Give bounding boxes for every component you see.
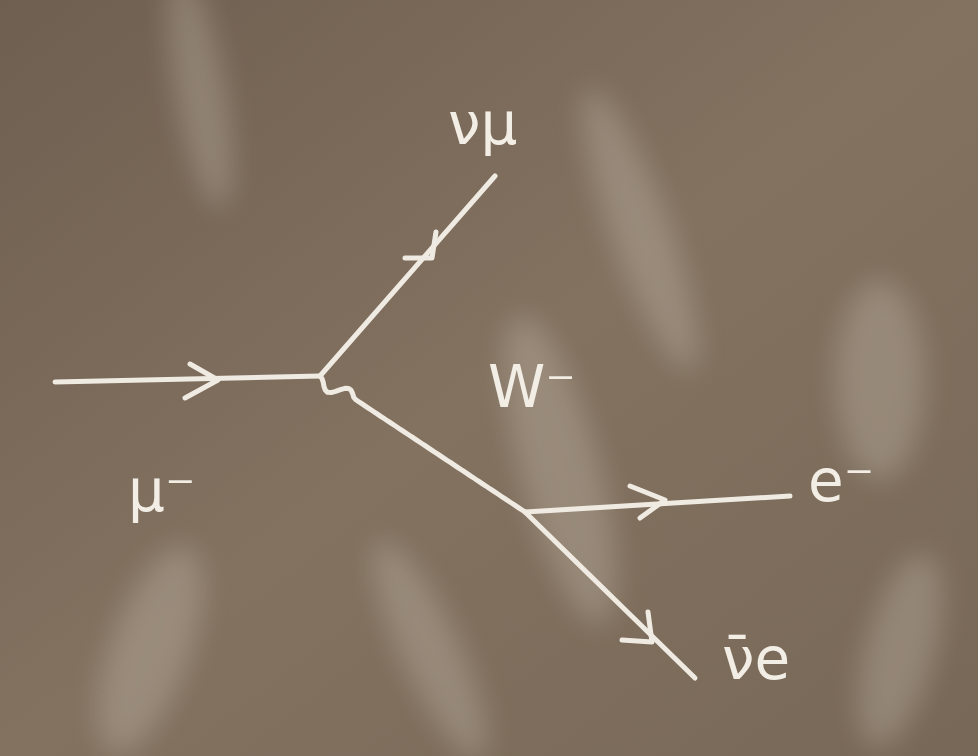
muon-neutrino-line xyxy=(320,176,495,376)
arrowhead xyxy=(405,232,436,258)
antineutrino-line xyxy=(525,512,695,678)
muon-neutrino-label: νμ xyxy=(448,95,517,153)
electron-label: e⁻ xyxy=(808,452,874,510)
arrowhead xyxy=(630,486,665,518)
arrowhead xyxy=(185,364,218,398)
muon-label: μ⁻ xyxy=(128,462,196,520)
w-boson-label: W⁻ xyxy=(488,358,576,416)
muon-line xyxy=(55,376,320,382)
electron-antineutrino-label: ν̄e xyxy=(722,630,790,688)
arrowhead xyxy=(622,612,652,642)
